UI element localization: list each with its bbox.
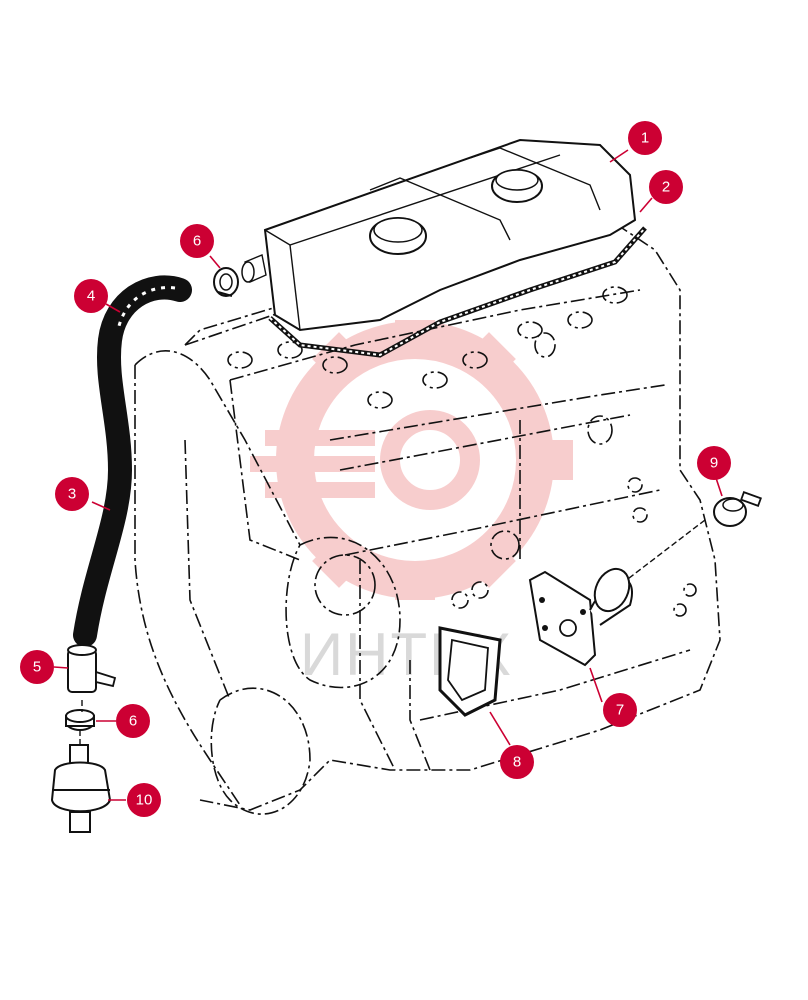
- callout-5-label: 5: [33, 659, 41, 676]
- gasket: [438, 626, 502, 717]
- breather-plate: [528, 567, 633, 667]
- engine-block: [134, 219, 721, 815]
- callout-10: 10: [127, 783, 161, 817]
- callout-1-label: 1: [641, 130, 649, 147]
- callout-3: 3: [55, 477, 89, 511]
- separator: [50, 744, 112, 833]
- callout-4: 4: [74, 279, 108, 313]
- callout-6-bottom: 6: [116, 704, 150, 738]
- hose-clamp-bottom: [65, 709, 95, 731]
- callout-6-top: 6: [180, 224, 214, 258]
- callout-4-label: 4: [87, 288, 95, 305]
- rocker-cover: [241, 138, 637, 332]
- callout-2-label: 2: [662, 179, 670, 196]
- callout-9-label: 9: [710, 455, 718, 472]
- callout-7-label: 7: [616, 702, 624, 719]
- callout-3-label: 3: [68, 486, 76, 503]
- callout-6-bottom-label: 6: [129, 713, 137, 730]
- callout-2: 2: [649, 170, 683, 204]
- watermark-logo: [250, 320, 573, 600]
- breather: [713, 491, 762, 527]
- callout-8: 8: [500, 745, 534, 779]
- callout-1: 1: [628, 121, 662, 155]
- callout-10-label: 10: [136, 792, 153, 809]
- leader-lines: [53, 149, 723, 801]
- connector: [67, 644, 117, 693]
- rocker-cover-gasket: [268, 226, 647, 358]
- callout-7: 7: [603, 693, 637, 727]
- callout-6-top-label: 6: [193, 233, 201, 250]
- assembly-lines: [79, 519, 706, 745]
- callout-5: 5: [20, 650, 54, 684]
- hose-clamp-top: [213, 267, 239, 297]
- callout-9: 9: [697, 446, 731, 480]
- callout-8-label: 8: [513, 754, 521, 771]
- breather-hose: [73, 275, 192, 647]
